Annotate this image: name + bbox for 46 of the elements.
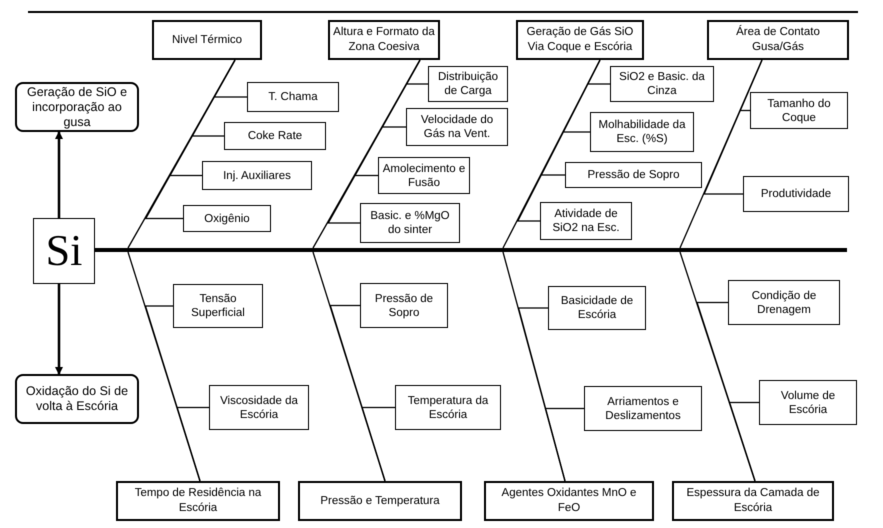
- cause-box: Velocidade do Gás na Vent.: [406, 108, 508, 146]
- cause-box: Basic. e %MgO do sinter: [360, 203, 460, 243]
- connector-line: [728, 402, 759, 482]
- cause-box: Pressão de Sopro: [360, 283, 448, 328]
- cause-box: Distribuição de Carga: [428, 66, 508, 102]
- cause-box: Inj. Auxiliares: [202, 161, 312, 190]
- cause-box: T. Chama: [247, 82, 339, 112]
- category-box: Geração de Gás SiO Via Coque e Escória: [516, 20, 644, 60]
- cause-box: Atividade de SiO2 na Esc.: [540, 202, 632, 240]
- cause-box: Coke Rate: [224, 122, 326, 150]
- connector-line: [127, 60, 236, 248]
- connector-line: [312, 60, 421, 248]
- effect-head-box: Si: [33, 218, 95, 284]
- connector-line: [703, 60, 763, 195]
- cause-box: Amolecimento e Fusão: [378, 157, 470, 194]
- category-box: Agentes Oxidantes MnO e FeO: [484, 481, 654, 521]
- cause-box: Tensão Superficial: [173, 284, 263, 328]
- cause-box: Produtividade: [743, 176, 849, 212]
- cause-box: SiO2 e Basic. da Cinza: [610, 66, 714, 102]
- cause-box: Condição de Drenagem: [728, 280, 840, 325]
- category-box: Pressão e Temperatura: [298, 481, 462, 521]
- cause-box: Molhabilidade da Esc. (%S): [590, 112, 694, 152]
- connector-line: [516, 60, 601, 222]
- cause-box: Tamanho do Coque: [750, 92, 848, 129]
- category-box: Nivel Térmico: [152, 20, 262, 60]
- connector-line: [361, 406, 395, 482]
- cause-box: Volume de Escória: [759, 380, 857, 425]
- connector-line: [544, 408, 584, 482]
- cause-box: Arriamentos e Deslizamentos: [584, 386, 702, 431]
- connector-line: [144, 60, 236, 220]
- cause-box: Viscosidade da Escória: [209, 385, 309, 430]
- category-box: Espessura da Camada de Escória: [672, 481, 834, 521]
- cause-box: Oxigênio: [183, 205, 271, 232]
- cause-box: Pressão de Sopro: [565, 162, 702, 188]
- category-box: Tempo de Residência na Escória: [116, 481, 280, 521]
- cause-box: Temperatura da Escória: [395, 385, 501, 430]
- effect-box: Geração de SiO e incorporação ao gusa: [15, 82, 139, 132]
- arrow: [55, 284, 63, 375]
- cause-box: Basicidade de Escória: [548, 286, 646, 330]
- fishbone-spine: [95, 248, 847, 252]
- connector-line: [176, 406, 209, 482]
- category-box: Altura e Formato da Zona Coesiva: [328, 20, 440, 60]
- effect-box: Oxidação do Si de volta à Escória: [15, 374, 139, 424]
- arrow: [55, 131, 63, 218]
- category-box: Área de Contato Gusa/Gás: [707, 20, 849, 60]
- connector-line: [327, 60, 421, 224]
